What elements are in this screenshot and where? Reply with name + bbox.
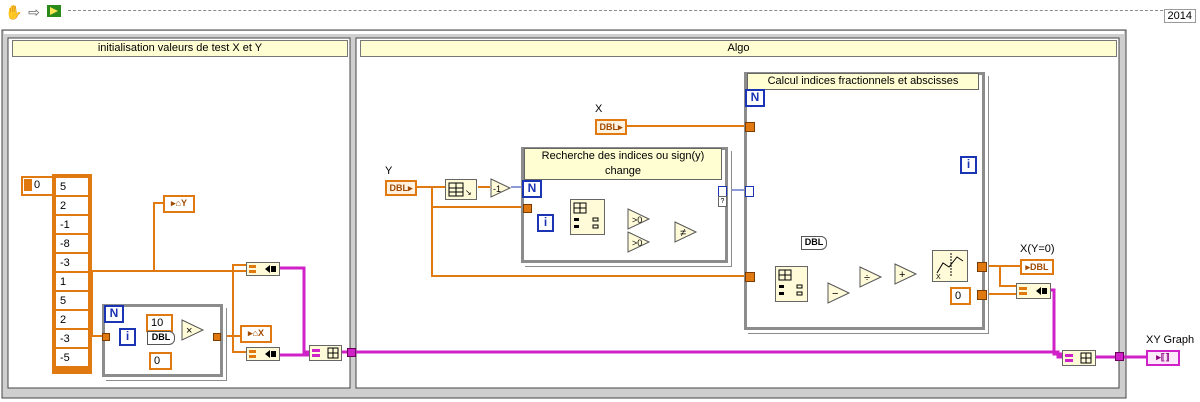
array-cell: 1 xyxy=(56,273,88,290)
interpolate-array-node[interactable]: X xyxy=(932,250,968,282)
add-node[interactable]: + xyxy=(894,263,918,285)
y-control-label: Y xyxy=(385,165,393,177)
array-cell: -3 xyxy=(56,330,88,347)
sequence-tunnel xyxy=(347,348,356,357)
array-cell: -8 xyxy=(56,235,88,252)
fractional-loop-title: Calcul indices fractionnels et abscisses xyxy=(747,73,979,90)
constant-10[interactable]: 10 xyxy=(146,314,173,332)
array-cell: -1 xyxy=(56,216,88,233)
sequence-tunnel-out xyxy=(1115,352,1124,361)
x-output-tunnel xyxy=(977,290,987,300)
constant-0[interactable]: 0 xyxy=(149,352,172,370)
subtract-node[interactable]: − xyxy=(827,282,851,304)
fractional-loop-iteration-terminal: i xyxy=(960,156,977,174)
svg-text:≠: ≠ xyxy=(680,227,686,239)
array-cell: 2 xyxy=(56,197,88,214)
xy0-indicator-label: X(Y=0) xyxy=(1020,243,1055,255)
array-constant[interactable]: 5 2 -1 -8 -3 1 5 2 -3 -5 xyxy=(52,174,92,374)
to-double-node[interactable]: DBL xyxy=(147,331,175,345)
toolbar: ✋ ⇨ 2014 xyxy=(0,0,1200,26)
y-local-variable[interactable]: ▸⌂Y xyxy=(163,195,195,213)
constant-0-algo[interactable]: 0 xyxy=(950,287,971,305)
run-icon[interactable] xyxy=(45,3,63,21)
svg-text:>0: >0 xyxy=(632,238,642,248)
index-array-node-2[interactable] xyxy=(775,266,808,302)
conditional-tunnel: ? xyxy=(718,196,727,207)
svg-text:↘: ↘ xyxy=(465,188,472,197)
hand-icon[interactable]: ✋ xyxy=(5,4,23,20)
array-size-node[interactable]: ↘ xyxy=(445,179,477,200)
x-control[interactable]: DBL▸ xyxy=(595,119,627,135)
inner-loop-count-terminal: N xyxy=(522,180,542,198)
arrow-icon[interactable]: ⇨ xyxy=(28,4,40,20)
xy-graph-terminal[interactable]: ▸⟦⟧ xyxy=(1146,350,1180,366)
frame-title-algo: Algo xyxy=(360,40,1117,57)
toolbar-divider xyxy=(68,10,1168,11)
xy0-output-tunnel xyxy=(977,262,987,272)
loop-count-terminal: N xyxy=(104,305,124,323)
version-label: 2014 xyxy=(1163,9,1196,23)
divide-node[interactable]: ÷ xyxy=(859,266,883,288)
svg-text:+: + xyxy=(899,269,905,281)
bundle-node-x[interactable] xyxy=(246,347,280,361)
array-cell: 2 xyxy=(56,311,88,328)
xy-graph-label: XY Graph xyxy=(1146,334,1195,346)
decrement-node[interactable]: -1 xyxy=(490,178,512,198)
multiply-node[interactable]: × xyxy=(181,319,205,341)
index-array-node[interactable] xyxy=(570,199,605,235)
svg-text:-1: -1 xyxy=(493,184,501,194)
inner-input-tunnel xyxy=(523,204,532,213)
x-input-tunnel xyxy=(745,122,755,132)
sign-search-title: Recherche des indices ou sign(y) change xyxy=(524,148,722,180)
build-array-node-final[interactable] xyxy=(1062,350,1096,366)
frame-title-initialisation: initialisation valeurs de test X et Y xyxy=(12,40,348,57)
input-tunnel xyxy=(102,333,110,341)
fractional-loop-count-terminal: N xyxy=(745,89,765,107)
bundle-node-algo[interactable] xyxy=(1016,283,1051,299)
build-array-node[interactable] xyxy=(309,345,342,361)
svg-text:−: − xyxy=(832,288,838,300)
array-index-value: 0 xyxy=(34,179,41,191)
array-cell: -3 xyxy=(56,254,88,271)
x-control-label: X xyxy=(595,103,603,115)
bundle-node-y[interactable] xyxy=(246,262,280,276)
array-cell: -5 xyxy=(56,349,88,366)
xy0-indicator[interactable]: ▸DBL xyxy=(1020,259,1054,275)
loop-iteration-terminal: i xyxy=(119,328,136,346)
index-input-tunnel xyxy=(745,186,754,197)
svg-text:X: X xyxy=(936,274,941,281)
inner-loop-iteration-terminal: i xyxy=(537,214,554,232)
svg-text:÷: ÷ xyxy=(864,272,870,284)
array-cell: 5 xyxy=(56,178,88,195)
x-local-variable[interactable]: ▸⌂X xyxy=(240,325,272,343)
output-tunnel xyxy=(213,333,221,341)
y-input-tunnel xyxy=(745,272,755,282)
comparison-nodes[interactable]: >0 >0 xyxy=(627,208,651,254)
svg-text:>0: >0 xyxy=(632,215,642,225)
array-cell: 5 xyxy=(56,292,88,309)
svg-text:×: × xyxy=(186,325,192,337)
not-equal-node[interactable]: ≠ xyxy=(674,221,698,243)
y-control[interactable]: DBL▸ xyxy=(385,180,417,196)
to-double-node-2[interactable]: DBL xyxy=(801,236,827,250)
